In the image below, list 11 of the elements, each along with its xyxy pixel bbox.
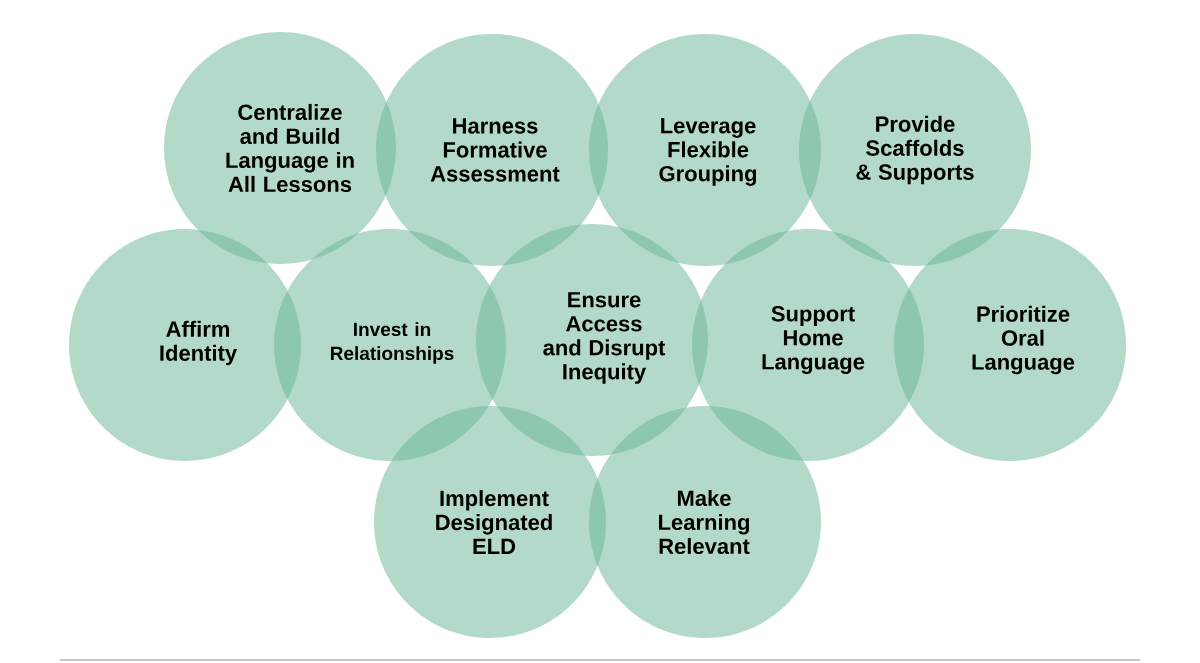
circle-label: Make Learning Relevant [659, 489, 750, 555]
circle-label: Support Home Language [762, 306, 865, 374]
circle-label: Harness Formative Assessment [430, 118, 560, 182]
circle-label: Invest in Relationships [331, 322, 454, 364]
circle-label: Prioritize Oral Language [972, 305, 1075, 375]
circle-label: Implement Designated ELD [436, 490, 552, 554]
circle-label: Leverage Flexible Grouping [659, 118, 756, 186]
circle-label: Provide Scaffolds & Supports [856, 115, 974, 185]
circle-label: Affirm Identity [160, 320, 237, 366]
circle-label: Ensure Access and Disrupt Inequity [543, 292, 666, 384]
circle-label: Centralize and Build Language in All Lessons [226, 103, 354, 193]
